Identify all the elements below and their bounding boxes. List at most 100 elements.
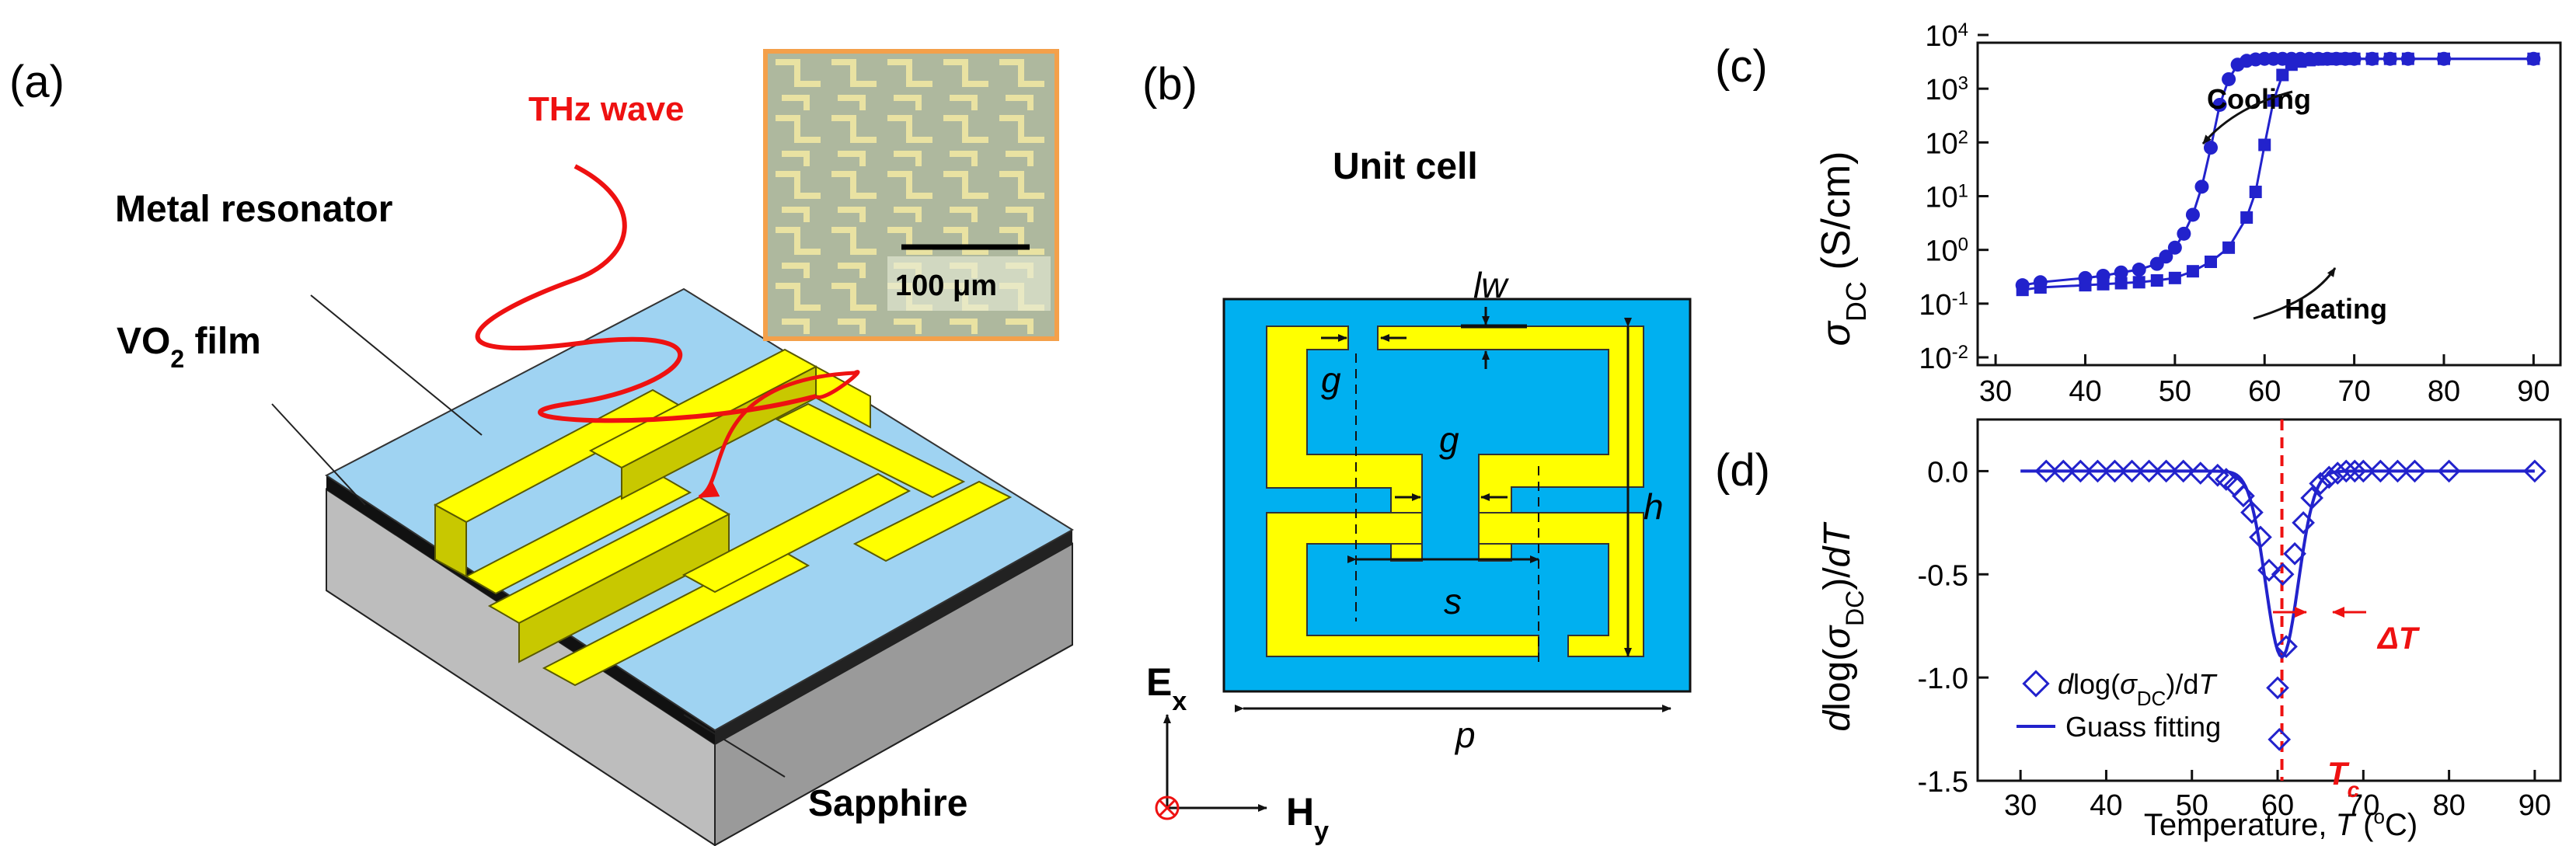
chart-c-point-circle xyxy=(2212,97,2227,112)
chart-d-point-diamond xyxy=(2103,459,2127,483)
vo2-leader-line xyxy=(271,403,366,506)
cooling-arrow xyxy=(2201,90,2293,144)
chart-d-point-diamond xyxy=(2171,459,2195,483)
metal-resonator xyxy=(433,348,1013,687)
chart-d-xtick-label: 40 xyxy=(2090,789,2122,822)
chart-c-xtick-label: 70 xyxy=(2337,375,2370,408)
chart-d-point-diamond xyxy=(2086,459,2110,483)
field-axes: Ex Hy xyxy=(1146,660,1329,846)
inset-cell-pattern xyxy=(999,59,1044,110)
chart-c-point-circle xyxy=(2222,71,2236,86)
vo2-edge-right xyxy=(715,530,1072,744)
chart-d-ytick-label: 0.0 xyxy=(1927,456,1968,489)
legend-entry-fit: Guass fitting xyxy=(2065,711,2221,743)
chart-d-point-diamond xyxy=(2271,562,2295,587)
panel-b-label: (b) xyxy=(1142,59,1197,110)
inset-cell-pattern xyxy=(887,115,932,166)
chart-d-point-diamond xyxy=(2215,468,2238,491)
chart-d-point-diamond xyxy=(2188,461,2212,485)
hy-label: Hy xyxy=(1286,790,1329,846)
chart-c-point-circle xyxy=(2159,249,2173,264)
cooling-label: Cooling xyxy=(2207,83,2311,115)
chart-c-ytick-label: 103 xyxy=(1925,73,1968,107)
sapphire-label: Sapphire xyxy=(808,783,967,824)
dim-p-label: p xyxy=(1454,715,1476,755)
chart-c-point-square xyxy=(2401,52,2414,65)
chart-c-ytick-label: 10-1 xyxy=(1919,287,1968,322)
chart-c-point-square xyxy=(2114,277,2128,290)
chart-c-point-circle xyxy=(2194,179,2209,194)
inset-cell-pattern xyxy=(887,171,932,222)
chart-c-point-square xyxy=(2348,52,2361,65)
chart-c-point-square xyxy=(2365,52,2379,65)
chart-d-ytick-label: -1.5 xyxy=(1918,766,1968,799)
chart-c-xtick-label: 50 xyxy=(2159,375,2191,408)
chart-c-point-square xyxy=(2222,241,2236,254)
inset-cell-pattern xyxy=(776,171,821,222)
chart-c-point-square xyxy=(2132,276,2146,289)
k-into-page-icon xyxy=(1155,796,1180,820)
legend-entry-derivative: dlog(σDC)/dT xyxy=(2058,668,2218,710)
chart-c-frame xyxy=(1976,41,2562,367)
chart-c-point-circle xyxy=(2177,226,2191,241)
chart-d-point-diamond xyxy=(2309,472,2333,496)
chart-c-point-circle xyxy=(2185,207,2200,222)
inset-cell-pattern xyxy=(831,227,877,278)
thz-wave-label: THz wave xyxy=(528,90,685,128)
chart-d-frame xyxy=(1976,418,2562,782)
chart-c-point-square xyxy=(2240,211,2254,225)
chart-d-point-diamond xyxy=(2051,459,2076,483)
resonator-leader-line xyxy=(310,294,483,436)
inset-cell-pattern xyxy=(776,283,821,334)
chart-c-xtick-label: 80 xyxy=(2428,375,2460,408)
chart-c-xtick-label: 40 xyxy=(2069,375,2101,408)
resonator-bottom-left-arm xyxy=(1266,512,1539,657)
heating-arrow xyxy=(2253,267,2337,320)
dimension-lines xyxy=(1235,307,1671,712)
chart-c-xtick-label: 30 xyxy=(1979,375,2012,408)
chart-d-ytick-label: -0.5 xyxy=(1918,559,1968,592)
tc-label: Tc xyxy=(2327,755,2360,802)
chart-c-point-circle xyxy=(2114,265,2128,280)
panel-b: (b) Unit cell lw g g h xyxy=(1142,59,1692,846)
chart-d-point-diamond xyxy=(2268,728,2292,751)
inset-cell-pattern xyxy=(776,115,821,166)
chart-d-point-diamond xyxy=(2403,459,2427,483)
chart-c-ytick-label: 102 xyxy=(1925,127,1968,161)
chart-d-fit-line xyxy=(2020,469,2535,660)
chart-c-ytick-label: 101 xyxy=(1925,180,1968,214)
chart-d-point-diamond xyxy=(2249,525,2272,549)
chart-c-point-square xyxy=(2527,52,2540,65)
thz-wave-curve xyxy=(475,164,817,423)
delta-t-label: ΔT xyxy=(2376,621,2421,656)
chart-d-point-diamond xyxy=(2266,676,2289,700)
chart-d-point-diamond xyxy=(2120,459,2144,483)
chart-c-ytick-label: 104 xyxy=(1925,19,1968,54)
inset-cell-pattern xyxy=(999,171,1044,222)
chart-d-xtick-label: 60 xyxy=(2261,789,2294,822)
chart-c-point-square xyxy=(2438,52,2450,65)
chart-c-point-square xyxy=(2079,279,2092,292)
sapphire-leader-line xyxy=(683,714,786,778)
chart-c-point-square xyxy=(2150,273,2163,287)
chart-c-ytick-label: 100 xyxy=(1925,234,1968,268)
chart-d-ytick-label: -1.0 xyxy=(1918,663,1968,695)
chart-c-point-square xyxy=(2258,138,2271,151)
panel-a-label: (a) xyxy=(9,57,64,107)
heating-label: Heating xyxy=(2285,293,2387,325)
inset-cell-pattern xyxy=(999,115,1044,166)
chart-c-point-square xyxy=(2276,68,2289,82)
chart-c-point-square xyxy=(2016,284,2029,297)
chart-c-point-square xyxy=(2186,265,2199,278)
inset-cell-pattern xyxy=(776,59,821,110)
chart-d-point-diamond xyxy=(2283,541,2306,566)
inset-cell-pattern xyxy=(943,115,988,166)
ex-label: Ex xyxy=(1146,660,1187,716)
chart-d-xtick-label: 50 xyxy=(2176,789,2208,822)
inset-cell-pattern xyxy=(776,227,821,278)
chart-d-xtick-label: 90 xyxy=(2518,789,2551,822)
inset-cell-pattern xyxy=(831,283,877,334)
inset-pattern xyxy=(776,59,1044,334)
chart-d-point-diamond xyxy=(2154,459,2178,483)
